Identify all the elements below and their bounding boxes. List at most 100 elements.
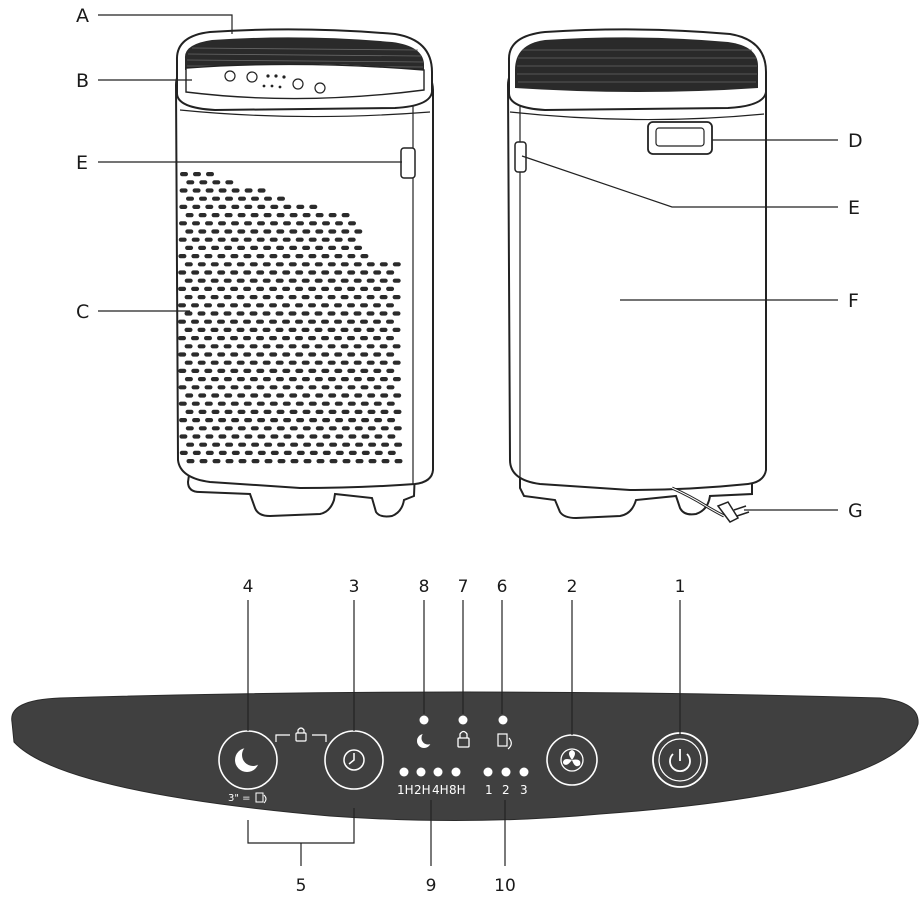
grille-hole <box>380 393 389 398</box>
grille-hole <box>360 352 369 357</box>
grille-hole <box>327 327 336 332</box>
grille-hole <box>236 344 245 349</box>
grille-hole <box>249 344 258 349</box>
grille-hole <box>192 204 201 209</box>
grille-hole <box>314 262 323 267</box>
grille-hole <box>276 245 285 250</box>
grille-hole <box>276 393 285 398</box>
grille-hole <box>249 327 258 332</box>
grille-hole <box>224 426 233 431</box>
grille-hole <box>295 401 304 406</box>
grille-hole <box>394 442 403 447</box>
grille-hole <box>231 450 240 455</box>
grille-hole <box>327 344 336 349</box>
grille-hole <box>367 409 376 414</box>
grille-hole <box>296 434 305 439</box>
grille-hole <box>249 295 258 300</box>
grille-hole <box>353 344 362 349</box>
grille-hole <box>270 418 279 423</box>
grille-hole <box>386 368 395 373</box>
sleep-button[interactable] <box>218 730 278 790</box>
grille-hole <box>360 319 368 324</box>
grille-hole <box>386 352 395 357</box>
grille-hole <box>236 327 245 332</box>
grille-hole <box>244 450 253 455</box>
grille-hole <box>198 409 207 414</box>
grille-hole <box>308 286 317 291</box>
grille-hole <box>191 286 200 291</box>
grille-hole <box>230 352 239 357</box>
grille-hole <box>283 450 292 455</box>
grille-hole <box>257 450 266 455</box>
grille-hole <box>379 311 388 316</box>
grille-hole <box>308 270 317 275</box>
grille-hole <box>374 434 383 439</box>
grille-hole <box>179 221 187 226</box>
grille-hole <box>204 237 213 242</box>
grille-hole <box>309 418 318 423</box>
grille-hole <box>373 319 381 324</box>
grille-hole <box>186 196 194 201</box>
speed-label-2: 2 <box>502 783 510 797</box>
grille-hole <box>269 237 278 242</box>
grille-hole <box>243 352 252 357</box>
grille-hole <box>341 213 350 218</box>
grille-hole <box>185 213 194 218</box>
grille-hole <box>392 278 401 283</box>
grille-hole <box>243 368 252 373</box>
grille-hole <box>197 295 206 300</box>
grille-hole <box>302 393 311 398</box>
grille-hole <box>256 352 265 357</box>
grille-hole <box>381 442 390 447</box>
grille-hole <box>301 327 310 332</box>
grille-hole <box>256 237 265 242</box>
grille-hole <box>347 254 356 259</box>
grille-hole <box>341 393 350 398</box>
grille-hole <box>250 426 259 431</box>
grille-hole <box>249 311 258 316</box>
lock-icon <box>457 730 470 748</box>
grille-hole <box>322 418 331 423</box>
grille-hole <box>289 229 298 234</box>
grille-hole <box>321 352 330 357</box>
grille-hole <box>283 221 291 226</box>
fan-icon <box>560 748 584 772</box>
grille-hole <box>386 401 395 406</box>
grille-hole <box>264 196 272 201</box>
grille-hole <box>367 426 376 431</box>
grille-hole <box>204 286 213 291</box>
grille-hole <box>212 459 221 464</box>
grille-hole <box>192 434 201 439</box>
grille-hole <box>217 368 226 373</box>
grille-hole <box>178 368 187 373</box>
grille-hole <box>360 336 368 341</box>
label-e-right: E <box>848 197 860 219</box>
grille-hole <box>341 409 350 414</box>
grille-hole <box>230 237 239 242</box>
grille-hole <box>191 270 200 275</box>
grille-hole <box>321 385 330 390</box>
grille-hole <box>348 221 356 226</box>
grille-hole <box>198 426 207 431</box>
grille-hole <box>308 336 316 341</box>
grille-hole <box>342 459 351 464</box>
grille-hole <box>256 385 265 390</box>
grille-hole <box>185 245 194 250</box>
grille-hole <box>315 213 324 218</box>
grille-hole <box>230 368 239 373</box>
grille-hole <box>230 336 238 341</box>
grille-hole <box>282 254 291 259</box>
grille-hole <box>347 303 355 308</box>
grille-hole <box>334 270 343 275</box>
grille-hole <box>198 229 207 234</box>
grille-hole <box>392 295 401 300</box>
grille-hole <box>231 204 240 209</box>
filter-reset-icon <box>497 733 512 750</box>
grille-hole <box>179 188 188 193</box>
grille-hole <box>348 418 357 423</box>
grille-hole <box>191 352 200 357</box>
grille-hole <box>244 418 253 423</box>
grille-hole <box>379 262 388 267</box>
grille-hole <box>328 245 337 250</box>
grille-hole <box>212 442 221 447</box>
